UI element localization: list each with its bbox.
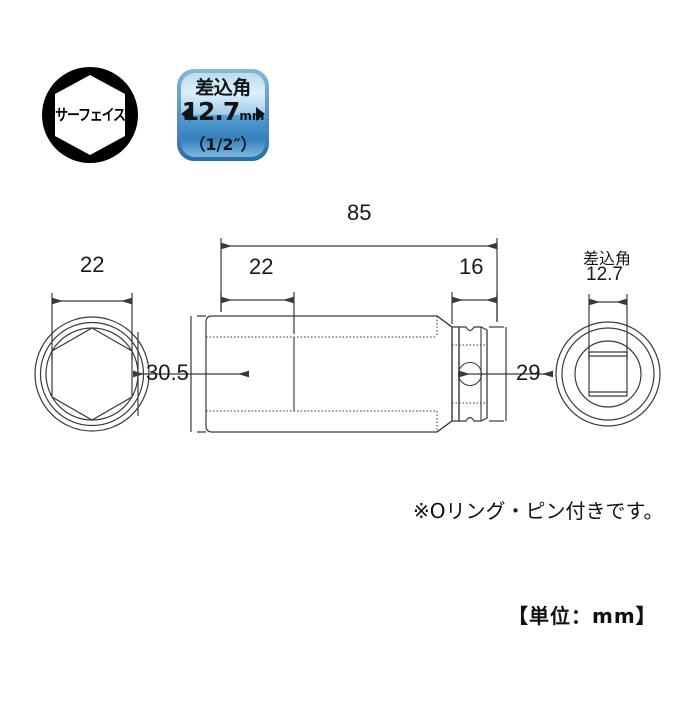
- side-view-dim-22: [220, 292, 295, 334]
- unit-note: 【単位：mm】: [508, 604, 657, 628]
- surface-badge-icon: [42, 67, 138, 163]
- right-end-view: [555, 321, 661, 427]
- dim-label-12-7: 12.7: [586, 264, 623, 285]
- oring-pin-note: ※Oリング・ピン付きです。: [413, 499, 664, 523]
- dim-label-left-30-5: 30.5: [146, 360, 189, 385]
- dim-label-side-22: 22: [249, 254, 274, 279]
- side-view-dim-85: [220, 238, 498, 322]
- dim-label-29: 29: [516, 360, 541, 385]
- drive-badge-background: [177, 69, 269, 161]
- side-view-dim-16: [451, 292, 498, 324]
- dim-label-16: 16: [459, 254, 484, 279]
- surface-badge-label: サーフェイス: [55, 107, 126, 125]
- surface-badge: サーフェイス: [39, 66, 141, 164]
- side-view-dim-30-5: [133, 315, 249, 433]
- side-view: [205, 315, 488, 433]
- dim-label-left-22: 22: [80, 252, 105, 277]
- side-view-dim-29: [459, 326, 553, 422]
- right-view-dim-12-7: [588, 294, 628, 360]
- dim-label-drive-caption: 差込角: [583, 249, 632, 268]
- left-view-dim-22: [51, 293, 133, 360]
- dim-label-85: 85: [347, 200, 372, 225]
